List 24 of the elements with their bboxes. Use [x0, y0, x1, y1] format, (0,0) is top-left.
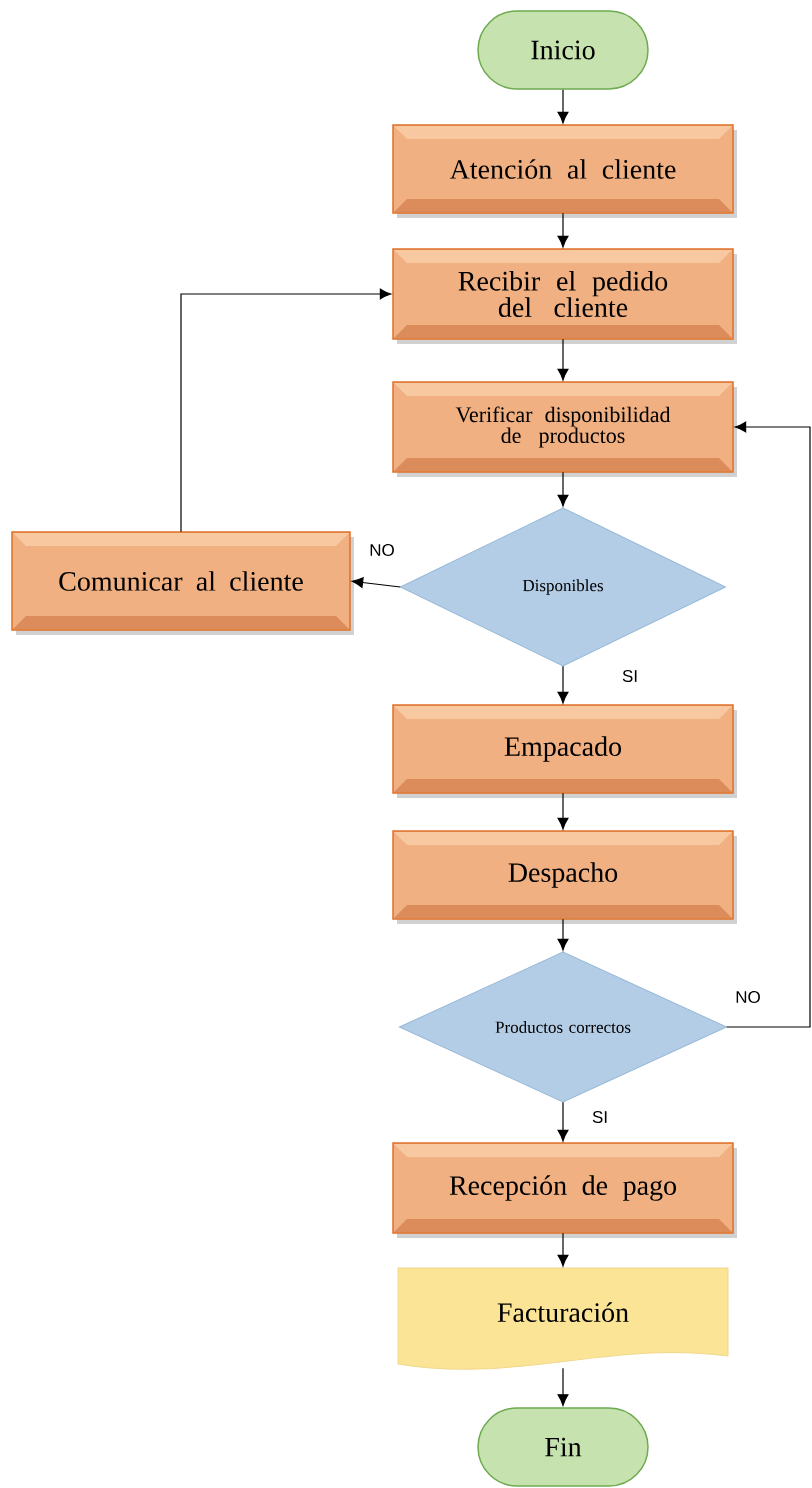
process-box: Recibir el pedido del cliente [392, 248, 737, 344]
arrow [557, 665, 569, 704]
arrow [557, 89, 569, 124]
arrow [726, 421, 811, 1028]
process-box: Despacho [392, 830, 737, 924]
edge-label: NO [368, 543, 396, 557]
process-box: Comunicar al cliente [11, 531, 354, 635]
arrow [557, 792, 569, 830]
arrow [557, 338, 569, 381]
arrow [557, 212, 569, 248]
process-box: Verificar disponibilidad de productos [392, 381, 737, 477]
edge-label: SI [590, 1110, 610, 1125]
arrow [557, 918, 569, 951]
arrow [557, 471, 569, 507]
edge-label: SI [620, 669, 640, 684]
arrow [351, 577, 401, 588]
arrow [557, 1367, 569, 1406]
arrow [180, 288, 392, 533]
process-box: Empacado [392, 704, 737, 798]
process-box: Atención al cliente [392, 124, 737, 218]
arrow [557, 1232, 569, 1267]
arrow [557, 1101, 569, 1142]
edge-label: NO [734, 990, 762, 1005]
process-box: Recepción de pago [392, 1142, 737, 1238]
